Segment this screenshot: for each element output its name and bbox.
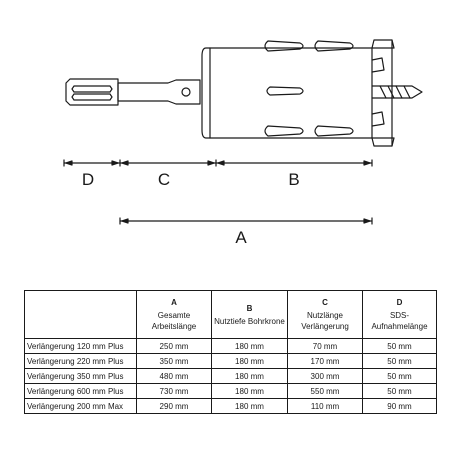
column-header-d: D SDS- Aufnahmelänge — [362, 290, 437, 339]
cell-b: 180 mm — [211, 368, 288, 384]
cell-c: 300 mm — [287, 368, 363, 384]
column-letter: B — [246, 303, 253, 313]
row-label: Verlängerung 220 mm Plus — [24, 353, 137, 369]
dimension-label-a: A — [235, 228, 247, 247]
slot-bottom-right — [314, 125, 354, 137]
dimension-label-c: C — [157, 170, 171, 189]
column-letter: D — [396, 298, 403, 307]
row-label: Verlängerung 120 mm Plus — [24, 338, 137, 354]
crown-tooth — [371, 111, 385, 127]
extension-rod — [117, 79, 201, 105]
slot-top-right — [314, 40, 354, 52]
column-title-line: Nutztiefe Bohrkrone — [214, 316, 285, 326]
table-row: Verlängerung 120 mm Plus 250 mm 180 mm 7… — [24, 338, 437, 354]
crown-tooth — [371, 57, 385, 73]
cell-b: 180 mm — [211, 398, 288, 414]
table-header-row: A Gesamte Arbeitslänge B Nutztiefe Bohrk… — [24, 290, 437, 339]
table-row: Verlängerung 200 mm Max 290 mm 180 mm 11… — [24, 398, 437, 414]
dimension-label-b: B — [288, 170, 300, 189]
crown-tooth — [371, 137, 395, 147]
sds-shank — [65, 78, 119, 106]
dimension-label-d: D — [81, 170, 95, 189]
specification-table: A Gesamte Arbeitslänge B Nutztiefe Bohrk… — [24, 290, 437, 414]
column-title-line: Aufnahmelänge — [371, 322, 428, 331]
cell-a: 290 mm — [136, 398, 212, 414]
slot-middle — [266, 86, 304, 96]
cell-d: 90 mm — [362, 398, 437, 414]
core-bit-body — [201, 39, 395, 147]
drill-bit-drawing — [63, 39, 423, 225]
column-title-line: Gesamte — [157, 311, 191, 320]
column-title-line: Verlängerung — [301, 322, 349, 331]
column-header-c: C Nutzlänge Verlängerung — [287, 290, 363, 339]
cell-b: 180 mm — [211, 353, 288, 369]
cell-b: 180 mm — [211, 383, 288, 399]
dimension-line-dcb — [63, 159, 373, 167]
row-label: Verlängerung 350 mm Plus — [24, 368, 137, 384]
row-label: Verlängerung 600 mm Plus — [24, 383, 137, 399]
column-title-line: SDS- — [389, 311, 410, 320]
cell-a: 730 mm — [136, 383, 212, 399]
column-letter: A — [171, 298, 177, 307]
cell-a: 350 mm — [136, 353, 212, 369]
center-drill — [371, 85, 423, 99]
cell-c: 110 mm — [287, 398, 363, 414]
cell-d: 50 mm — [362, 338, 437, 354]
cell-a: 250 mm — [136, 338, 212, 354]
cell-d: 50 mm — [362, 353, 437, 369]
cell-b: 180 mm — [211, 338, 288, 354]
column-header-b: B Nutztiefe Bohrkrone — [211, 290, 288, 339]
pin-hole — [181, 87, 191, 97]
table-row: Verlängerung 350 mm Plus 480 mm 180 mm 3… — [24, 368, 437, 384]
column-letter: C — [322, 298, 328, 307]
cell-c: 550 mm — [287, 383, 363, 399]
column-title-line: Arbeitslänge — [151, 322, 197, 331]
slot-bottom-left — [264, 125, 304, 137]
cell-c: 170 mm — [287, 353, 363, 369]
column-header-a: A Gesamte Arbeitslänge — [136, 290, 212, 339]
dimension-line-a — [119, 217, 373, 225]
table-corner-cell — [24, 290, 137, 339]
cell-d: 50 mm — [362, 383, 437, 399]
cell-c: 70 mm — [287, 338, 363, 354]
table-row: Verlängerung 600 mm Plus 730 mm 180 mm 5… — [24, 383, 437, 399]
column-title-line: Nutzlänge — [306, 311, 344, 320]
crown-tooth — [371, 39, 395, 49]
row-label: Verlängerung 200 mm Max — [24, 398, 137, 414]
slot-top-left — [264, 40, 304, 52]
cell-d: 50 mm — [362, 368, 437, 384]
table-row: Verlängerung 220 mm Plus 350 mm 180 mm 1… — [24, 353, 437, 369]
cell-a: 480 mm — [136, 368, 212, 384]
